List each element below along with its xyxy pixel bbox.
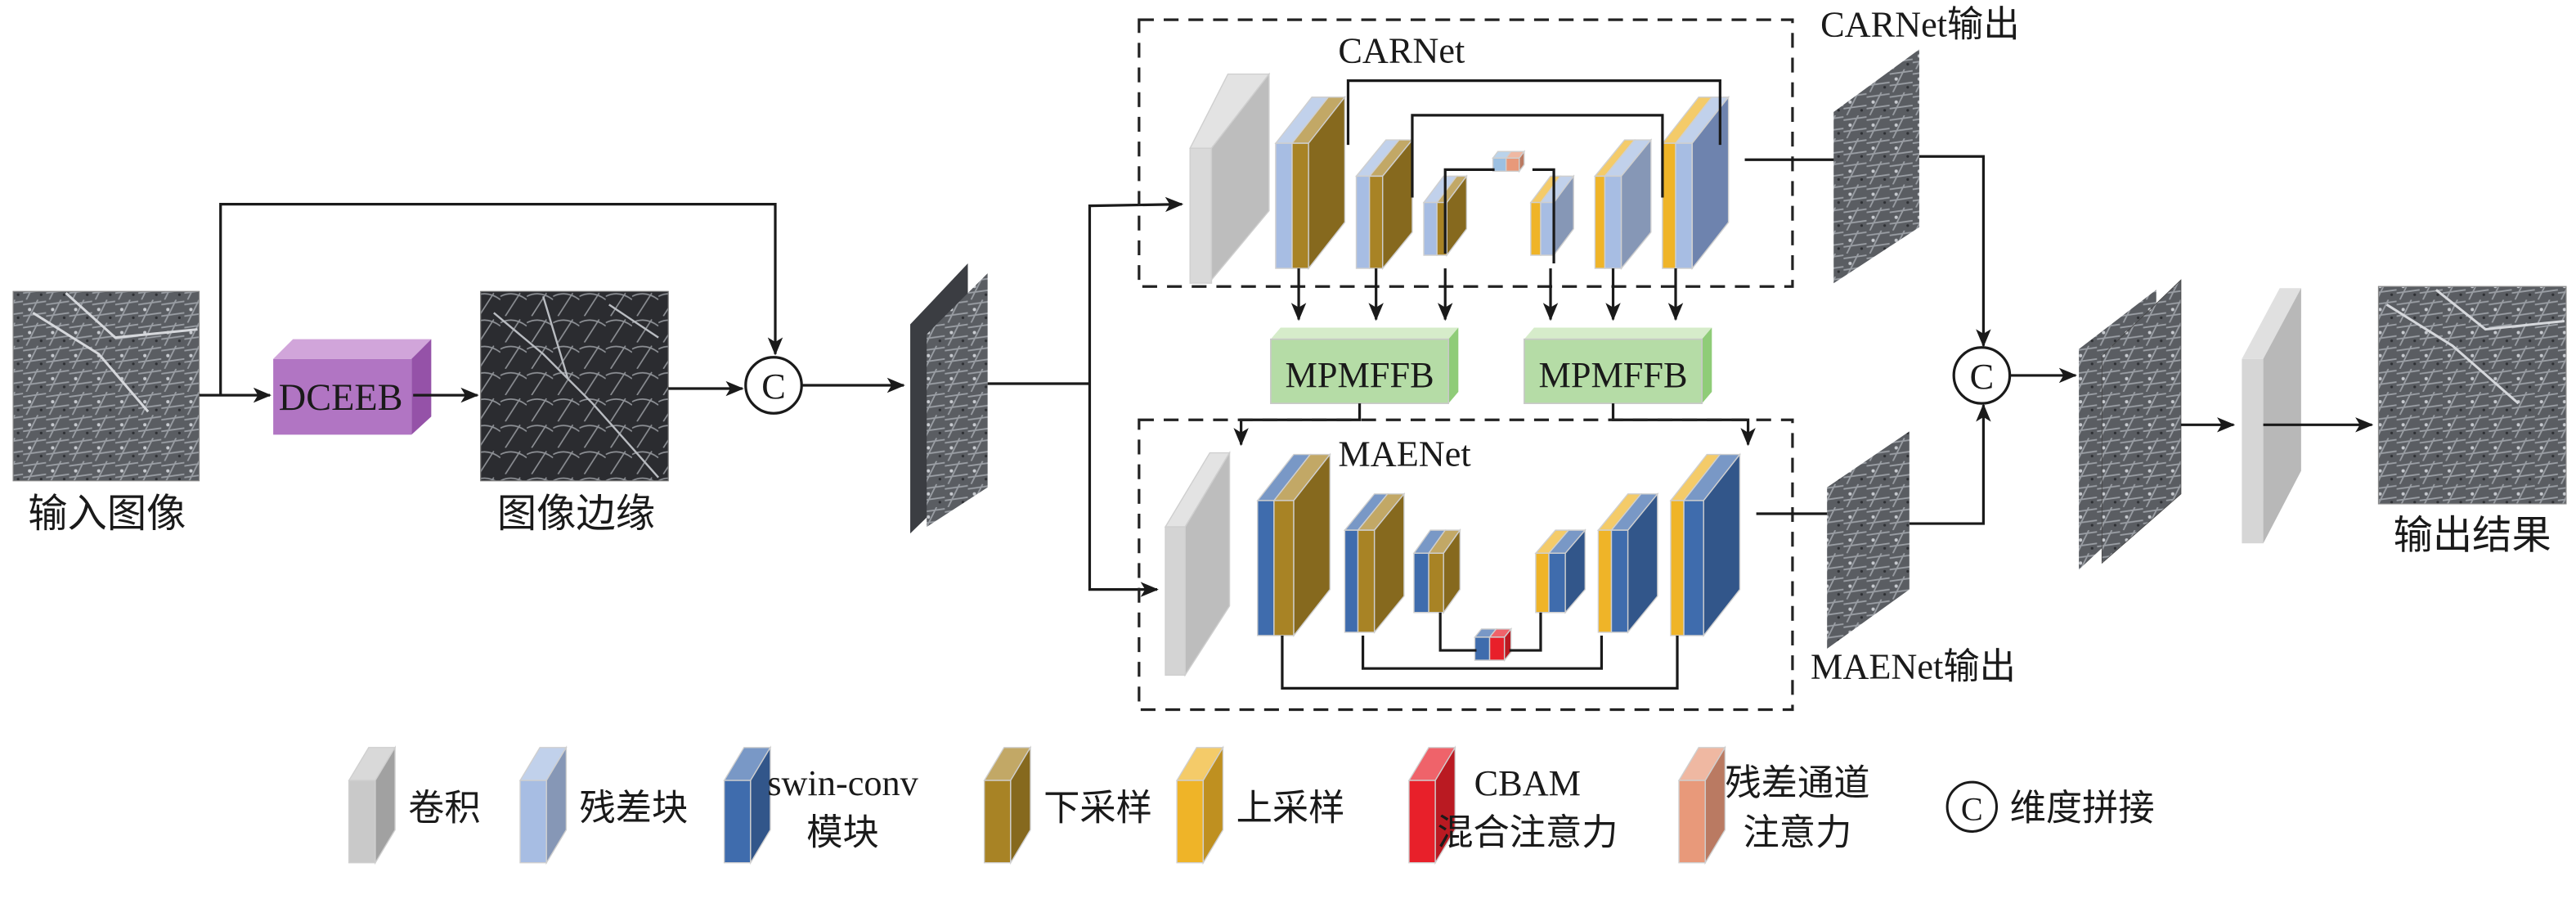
input-image-label: 输入图像: [28, 492, 186, 536]
final-output-label: 输出结果: [2394, 514, 2551, 557]
legend-item-downsample: 下采样: [983, 745, 1152, 865]
legend-item-concat: C 维度拼接: [1945, 780, 2155, 833]
legend-item-residual: 残差块: [518, 745, 688, 865]
legend-item-upsample: 上采样: [1175, 745, 1345, 865]
maenet-title: MAENet: [1338, 434, 1471, 474]
legend-item-conv: 卷积: [348, 745, 481, 865]
mpmffb-right-label: MPMFFB: [1538, 355, 1687, 395]
legend-swatch-conv: [348, 745, 397, 865]
carnet-encoder-3: [1422, 174, 1468, 258]
skip-connection-input-to-concat: [219, 202, 783, 396]
maenet-output-label: MAENet输出: [1811, 646, 2016, 686]
mpmffb-block-right: [1524, 327, 1712, 404]
final-conv-block: [2242, 288, 2301, 544]
arrow-carnet-output-to-concat: [1919, 155, 1991, 348]
arrow-to-carnet: [1088, 196, 1184, 384]
maenet-decoder-1: [1534, 528, 1586, 614]
carnet-to-mpmffb-arrows: [1290, 268, 1684, 321]
maenet-skip-inner: [1361, 635, 1604, 670]
carnet-output-label: CARNet输出: [1820, 4, 2019, 44]
maenet-bottleneck-out: [1509, 612, 1542, 652]
legend-swatch-upsample: [1175, 745, 1224, 865]
carnet-bottleneck-rca: [1492, 150, 1526, 173]
maenet-decoder-3: [1669, 452, 1741, 637]
concat-symbol-2: C: [1970, 357, 1995, 397]
legend-label: 残差块: [579, 788, 688, 828]
maenet-blocks: [1164, 450, 1741, 677]
legend-label: swin-conv: [767, 763, 918, 803]
carnet-decoder-2: [1593, 138, 1653, 271]
concatenated-feature-maps: [910, 263, 988, 534]
edge-image: [480, 290, 669, 482]
arrow-maenet-output-to-concat: [1909, 403, 1991, 525]
maenet-encoder-1: [1256, 452, 1331, 637]
concat-icon-symbol: C: [1961, 790, 1983, 827]
maenet-bottleneck-cbam: [1473, 627, 1513, 663]
carnet-output-image: [1833, 49, 1919, 284]
carnet-skip-outer: [1346, 79, 1721, 146]
mpmffb-right-to-maenet: [1611, 403, 1756, 447]
edge-image-label: 图像边缘: [497, 492, 655, 536]
maenet-encoder-3: [1412, 528, 1461, 614]
maenet-encoder-2: [1343, 492, 1406, 634]
legend-label: 下采样: [1043, 788, 1152, 828]
dceeb-block: [273, 339, 432, 435]
dceeb-label: DCEEB: [279, 377, 403, 419]
carnet-blocks: [1189, 72, 1730, 284]
legend-label-line2: 混合注意力: [1437, 813, 1618, 853]
legend-item-swin_conv: 模块 swin-conv: [723, 745, 919, 865]
maenet-output-image: [1827, 431, 1910, 650]
final-output-image: [2377, 285, 2567, 505]
carnet-encoder-2: [1355, 138, 1414, 271]
concat-icon: [1945, 780, 1999, 833]
carnet-title: CARNet: [1338, 30, 1465, 70]
maenet-skip-outer: [1281, 635, 1679, 690]
legend-swatch-downsample: [983, 745, 1032, 865]
legend-label-line2: 注意力: [1744, 813, 1852, 853]
input-image: [12, 290, 200, 482]
legend-swatch-residual_channel_attention: [1677, 745, 1726, 865]
legend-label: 卷积: [408, 788, 481, 828]
legend-swatch-cbam: [1407, 745, 1456, 865]
maenet-frame: [1138, 418, 1794, 712]
carnet-bottleneck-out: [1532, 168, 1555, 264]
maenet-decoder-2: [1596, 492, 1659, 634]
concat-symbol: C: [761, 366, 786, 407]
legend-swatch-residual: [518, 745, 568, 865]
carnet-decoder-1: [1529, 174, 1575, 258]
legend-item-cbam: 混合注意力 CBAM: [1407, 745, 1618, 865]
mpmffb-left-label: MPMFFB: [1286, 355, 1434, 395]
carnet-bottleneck-in: [1443, 168, 1495, 254]
fused-feature-maps: [2079, 279, 2182, 570]
legend-swatch-swin_conv: [723, 745, 772, 865]
legend-label: 上采样: [1236, 788, 1345, 828]
carnet-frame: [1138, 18, 1794, 288]
carnet-encoder-1: [1274, 95, 1346, 271]
mpmffb-block-left: [1270, 327, 1459, 404]
legend-label-line2: 模块: [806, 813, 879, 853]
conv-block: [1189, 147, 1213, 284]
maenet-bottleneck-in: [1438, 612, 1477, 652]
carnet-skip-inner: [1411, 114, 1664, 198]
legend-label: 残差通道: [1725, 763, 1869, 803]
legend-label: 维度拼接: [2010, 788, 2155, 828]
arrow-to-maenet: [1088, 383, 1159, 597]
legend-label: CBAM: [1474, 763, 1581, 803]
carnet-decoder-3: [1661, 95, 1730, 271]
